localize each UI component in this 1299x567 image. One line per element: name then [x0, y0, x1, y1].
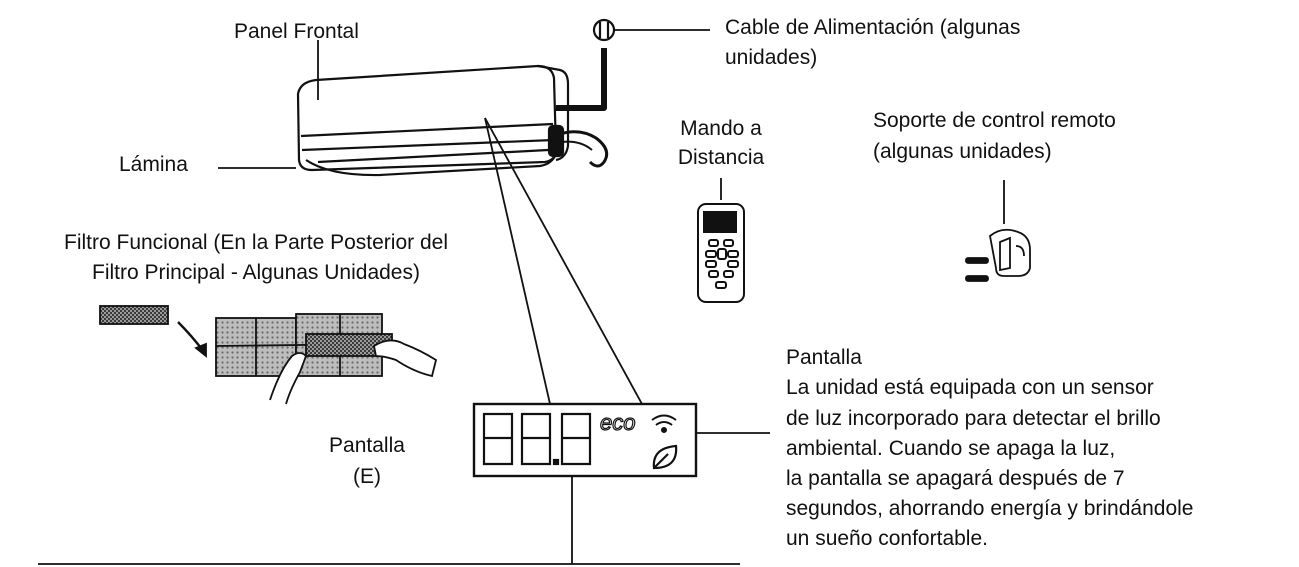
louver-label: Lámina	[119, 153, 188, 176]
display-desc-line6: un sueño confortable.	[786, 527, 988, 550]
remote-holder-icon	[965, 228, 1031, 282]
remote-control	[697, 178, 745, 303]
zoom-line-right	[484, 117, 643, 405]
display-e-label-line1: Pantalla	[329, 434, 405, 457]
wifi-icon	[651, 414, 677, 433]
seven-segment-digits	[482, 412, 592, 466]
functional-filter-label-line2: Filtro Principal - Algunas Unidades)	[92, 261, 420, 284]
power-cable-label-line1: Cable de Alimentación (algunas	[725, 16, 1021, 39]
display-desc-title: Pantalla	[786, 346, 862, 369]
display-desc-line3: ambiental. Cuando se apaga la luz,	[786, 437, 1116, 460]
remote-holder-label-line1: Soporte de control remoto	[873, 109, 1116, 132]
remote-label-line1: Mando a	[680, 117, 762, 140]
display-panel: eco	[472, 402, 698, 478]
display-desc-line5: segundos, ahorrando energía y brindándol…	[786, 497, 1194, 520]
display-e-label-line2: (E)	[353, 465, 381, 488]
power-cable-label-line2: unidades)	[725, 46, 818, 69]
functional-filter-illustration	[99, 305, 438, 405]
remote-label-line2: Distancia	[677, 146, 765, 169]
front-panel-label: Panel Frontal	[234, 20, 359, 43]
functional-filter-label-line1: Filtro Funcional (En la Parte Posterior …	[64, 231, 448, 254]
display-desc-line4: la pantalla se apagará después de 7	[786, 467, 1125, 490]
indoor-unit	[296, 48, 609, 177]
remote-holder-label-line2: (algunas unidades)	[873, 140, 1052, 163]
zoom-line-left	[484, 117, 551, 405]
eco-indicator: eco	[600, 410, 635, 435]
power-plug-icon	[592, 18, 710, 42]
display-desc-line2: de luz incorporado para detectar el bril…	[786, 407, 1161, 430]
leaf-icon	[652, 444, 678, 470]
display-desc-line1: La unidad está equipada con un sensor	[786, 376, 1154, 399]
